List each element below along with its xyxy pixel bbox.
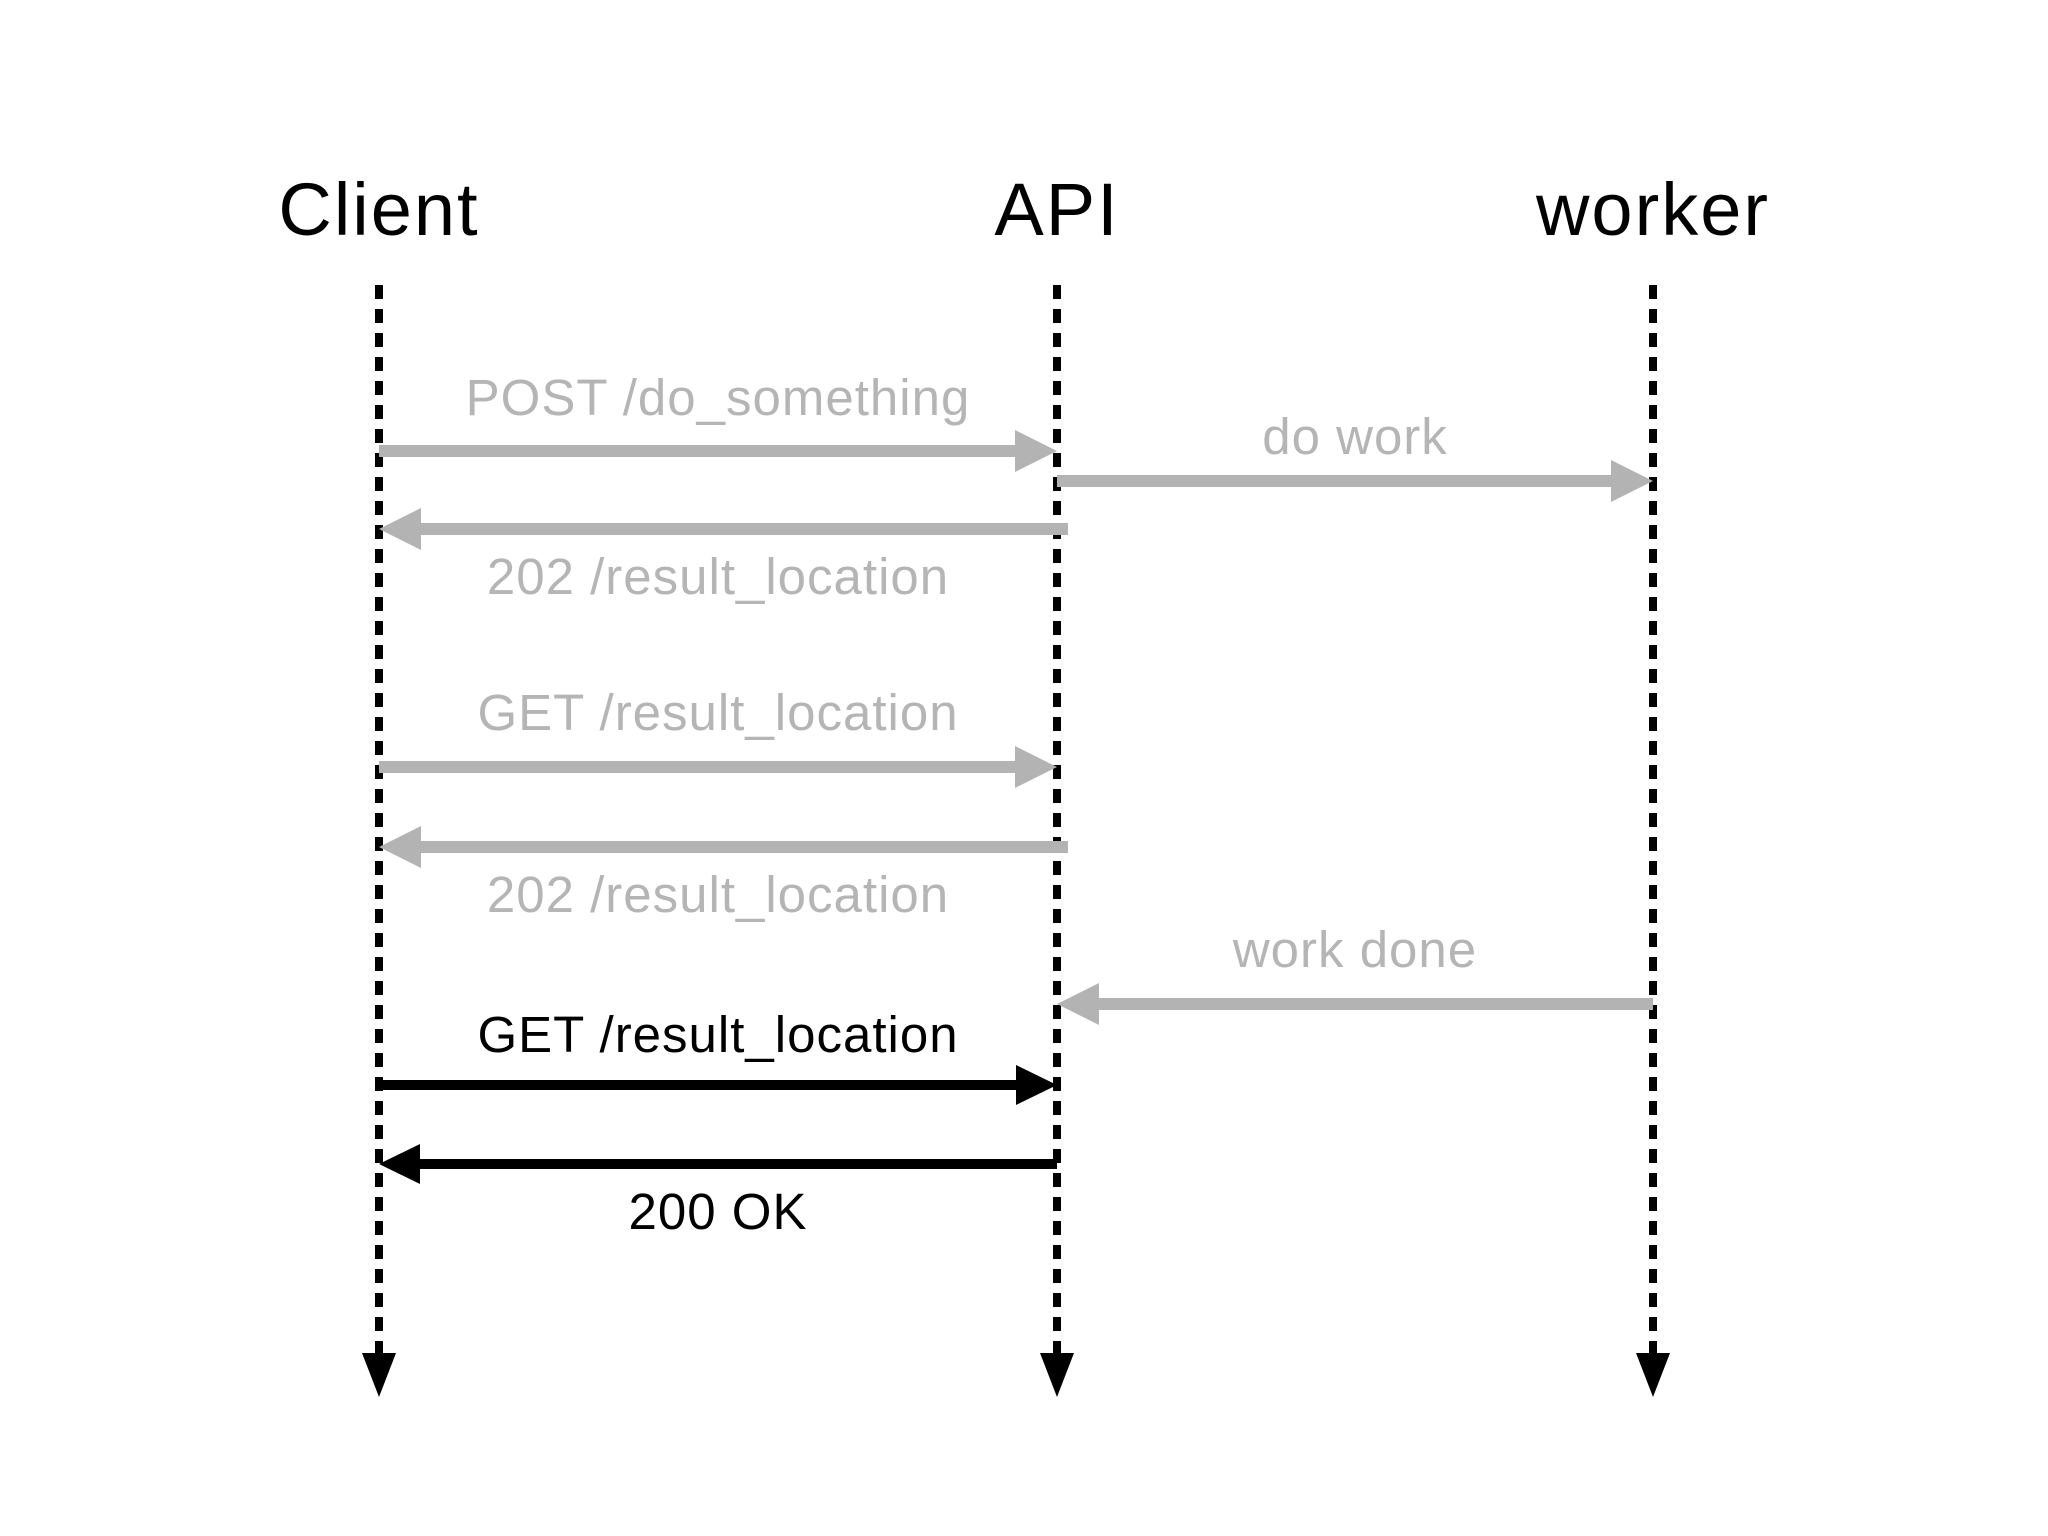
actor-label-worker: worker <box>1535 168 1771 251</box>
message-6-arrow <box>1097 998 1653 1010</box>
message-6-arrowhead <box>1057 983 1099 1025</box>
message-1-label: POST /do_something <box>465 369 971 426</box>
message-1-arrow <box>379 445 1017 457</box>
message-4-label: GET /result_location <box>477 684 959 741</box>
message-6-label: work done <box>1232 921 1478 978</box>
message-4-arrowhead <box>1015 746 1057 788</box>
message-3-arrow <box>419 523 1068 535</box>
lifeline-arrowhead-worker <box>1636 1353 1670 1397</box>
message-3-label: 202 /result_location <box>486 548 950 605</box>
lifeline-worker <box>1649 285 1657 1355</box>
message-8-label: 200 OK <box>628 1183 808 1240</box>
lifeline-arrowhead-api <box>1040 1353 1074 1397</box>
message-2-label: do work <box>1262 408 1448 465</box>
message-2-arrowhead <box>1611 460 1653 502</box>
lifeline-api <box>1053 285 1061 1355</box>
actor-label-api: API <box>994 168 1120 251</box>
message-1-arrowhead <box>1015 430 1057 472</box>
lifeline-client <box>375 285 383 1355</box>
message-5-arrow <box>419 841 1068 853</box>
message-8-arrowhead <box>379 1144 420 1184</box>
message-7-arrowhead <box>1016 1065 1057 1105</box>
message-3-arrowhead <box>379 508 421 550</box>
message-5-label: 202 /result_location <box>486 866 950 923</box>
message-7-arrow <box>379 1080 1018 1090</box>
lifeline-arrowhead-client <box>362 1353 396 1397</box>
message-8-arrow <box>418 1159 1057 1169</box>
message-2-arrow <box>1057 475 1613 487</box>
message-4-arrow <box>379 761 1017 773</box>
message-5-arrowhead <box>379 826 421 868</box>
actor-label-client: Client <box>278 168 480 251</box>
message-7-label: GET /result_location <box>477 1006 959 1063</box>
